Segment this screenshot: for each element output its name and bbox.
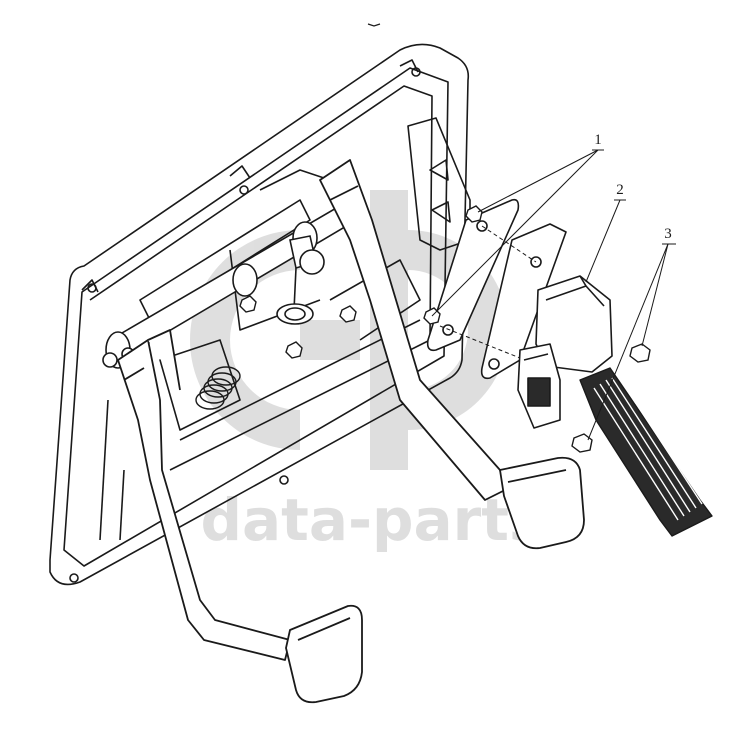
- clutch-pedal: [117, 329, 363, 704]
- callout-label-1: 1: [594, 132, 602, 148]
- assembly-lines: [439, 225, 537, 359]
- callout-leaders: [431, 149, 676, 441]
- nuts: [239, 295, 357, 359]
- callout-label-3: 3: [664, 226, 672, 242]
- mounting-bracket: [49, 43, 471, 586]
- throttle-pedal: [579, 367, 713, 537]
- return-spring: [195, 366, 241, 410]
- throttle-sensor: [517, 275, 613, 429]
- callout-label-2: 2: [616, 182, 624, 198]
- pushrod-fork: [276, 235, 325, 325]
- brake-pedal: [319, 159, 585, 550]
- top-mark: [367, 23, 381, 27]
